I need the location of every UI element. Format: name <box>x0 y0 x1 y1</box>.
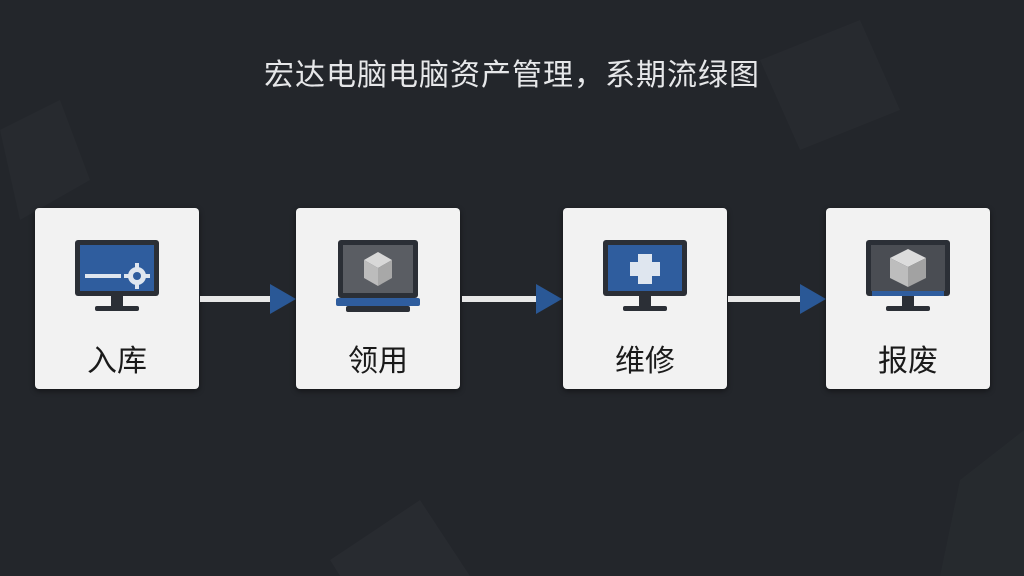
step-card-scrap[interactable]: 报废 <box>826 208 990 389</box>
monitor-plus-icon <box>603 240 687 311</box>
monitor-package-icon <box>866 240 950 311</box>
step-card-issue[interactable]: 领用 <box>296 208 460 389</box>
flow-arrow-1 <box>200 284 296 314</box>
step-label-issue: 领用 <box>348 344 408 379</box>
monitor-box-icon <box>336 240 420 312</box>
flow-arrow-2 <box>462 284 562 314</box>
step-card-repair[interactable]: 维修 <box>563 208 727 389</box>
step-label-repair: 维修 <box>615 344 675 379</box>
flow-arrow-3 <box>728 284 826 314</box>
diagram-title: 宏达电脑电脑资产管理，系期流绿图 <box>264 58 760 93</box>
step-label-inbound: 入库 <box>87 344 147 379</box>
monitor-gear-icon <box>75 240 159 311</box>
step-label-scrap: 报废 <box>878 344 938 379</box>
step-card-inbound[interactable]: 入库 <box>35 208 199 389</box>
